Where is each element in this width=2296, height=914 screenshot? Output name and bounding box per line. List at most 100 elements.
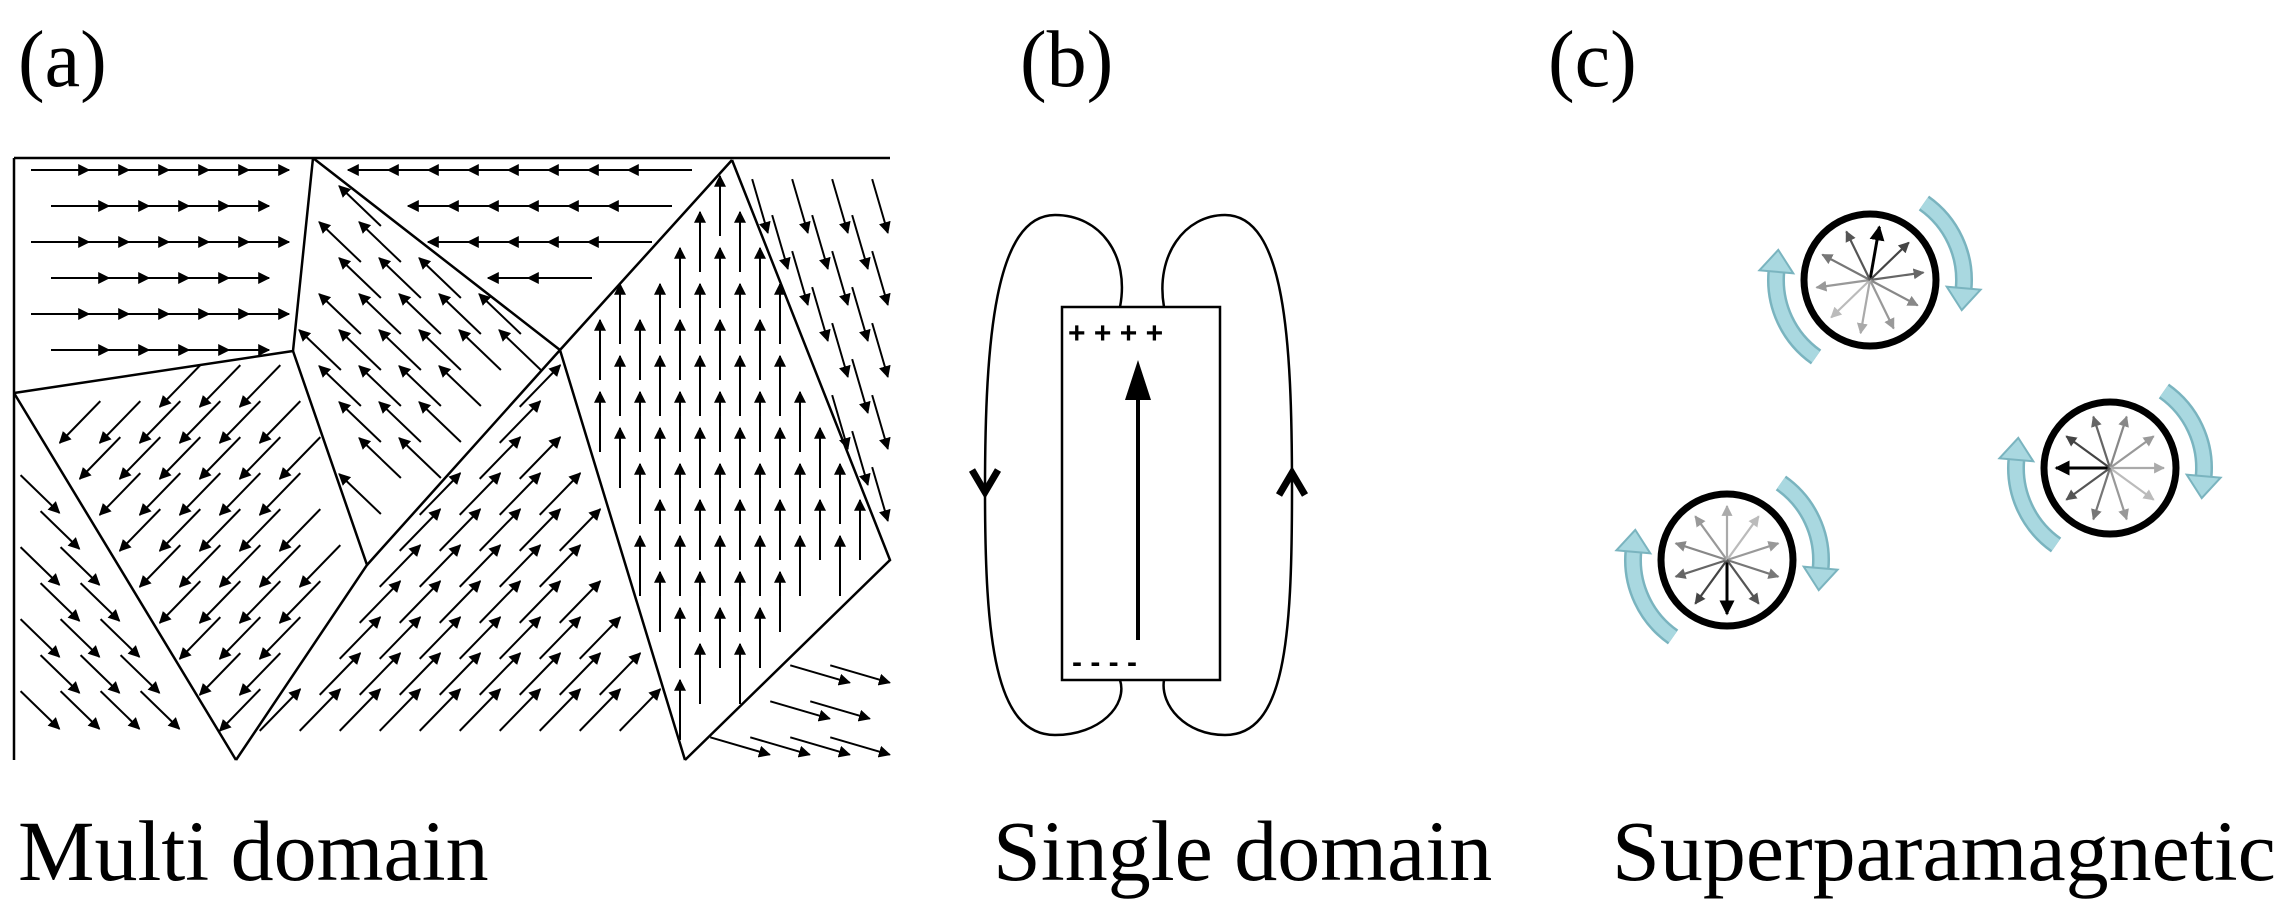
magnetization-arrow [398, 365, 442, 407]
magnetization-arrow [139, 690, 181, 730]
moment-arrow [2065, 467, 2111, 501]
panel-label-b: (b) [1020, 16, 1114, 104]
magnetization-arrow [218, 472, 262, 516]
grain-boundary [366, 347, 687, 761]
magnetization-arrow [871, 178, 891, 235]
magnetization-arrow [58, 400, 102, 444]
magnetization-arrow [39, 654, 81, 694]
magnetization-arrow [829, 736, 891, 758]
rotation-arrow-head [1614, 528, 1653, 555]
magnetization-arrow [119, 654, 161, 694]
magnetization-arrow [418, 257, 462, 299]
magnetization-arrow [318, 293, 362, 335]
magnetization-arrow [598, 652, 642, 696]
magnetization-arrow [99, 618, 141, 658]
magnetization-arrow [418, 544, 462, 588]
rotation-arrow-head [2184, 473, 2223, 500]
magnetization-arrow [338, 688, 382, 732]
magnetization-arrow [258, 472, 302, 516]
magnetization-arrow [831, 178, 851, 235]
magnetization-arrow [298, 329, 342, 371]
magnetization-arrow [318, 652, 362, 696]
superparamagnetic-particle [1997, 383, 2223, 553]
moment-arrow [1674, 541, 1728, 562]
multi-domain-grains [12, 156, 892, 761]
magnetization-arrow [749, 736, 811, 758]
rotation-arrow [2009, 459, 2060, 551]
moment-arrow [2108, 467, 2129, 521]
moment-arrow [1821, 253, 1871, 281]
magnetization-arrow [378, 688, 422, 732]
magnetization-arrow [178, 616, 222, 660]
grain-boundary [12, 392, 238, 761]
magnetization-arrow [498, 472, 542, 516]
magnetization-arrow [811, 214, 831, 271]
caption-single-domain: Single domain [993, 803, 1493, 899]
magnetization-arrow [79, 654, 121, 694]
magnetization-arrow [518, 436, 562, 480]
magnetization-arrow [78, 436, 122, 480]
magnetization-arrow [378, 616, 422, 660]
moment-arrow [1869, 268, 1925, 282]
magnetization-arrow [498, 329, 542, 371]
magnetization-arrow [338, 257, 382, 299]
magnetization-arrow [478, 293, 522, 335]
magnetization-arrow [498, 400, 542, 444]
magnetization-arrow [138, 544, 182, 588]
magnetization-arrow [418, 616, 462, 660]
moment-arrow [1830, 279, 1871, 319]
magnetization-arrow [278, 436, 322, 480]
superparamagnetic-particle [1614, 475, 1840, 645]
magnetization-arrow [558, 652, 602, 696]
magnetization-arrow [98, 472, 142, 516]
magnetization-arrow [418, 688, 462, 732]
magnetization-arrow [318, 365, 362, 407]
magnetization-arrow [178, 544, 222, 588]
magnetization-arrow [238, 580, 282, 624]
magnetization-arrow [298, 544, 342, 588]
magnetization-arrow [771, 214, 791, 271]
magnetization-arrow [19, 546, 61, 586]
magnetization-arrow [438, 508, 482, 552]
negative-charges: - - - - [1072, 646, 1137, 679]
magnetization-arrow [751, 178, 771, 235]
positive-charges: + + + + [1068, 317, 1163, 350]
magnetization-arrow [458, 544, 502, 588]
magnetization-arrow [458, 472, 502, 516]
magnetization-arrow [19, 474, 61, 514]
magnetization-arrow [158, 364, 202, 408]
magnetization-arrow [118, 508, 162, 552]
magnetization-arrow [478, 436, 522, 480]
magnetization-arrow [438, 652, 482, 696]
magnetization-arrow [158, 580, 202, 624]
magnetization-arrow [458, 688, 502, 732]
magnetization-arrow [198, 508, 242, 552]
moment-arrow [1815, 278, 1871, 292]
magnetization-arrow [98, 400, 142, 444]
magnetization-arrow [59, 546, 101, 586]
magnetization-arrow [478, 508, 522, 552]
magnetization-arrow [518, 652, 562, 696]
rotation-arrow-head [1944, 285, 1983, 312]
magnetization-arrow [578, 616, 622, 660]
magnetization-arrow [338, 616, 382, 660]
magnetization-arrow [438, 293, 482, 335]
magnetization-arrow [358, 293, 402, 335]
grain-boundary [312, 157, 733, 352]
magnetization-arrow [398, 437, 442, 479]
magnetization-arrow [871, 322, 891, 379]
magnetization-arrow [358, 580, 402, 624]
magnetization-arrow [218, 688, 262, 732]
moment-arrow [2065, 435, 2111, 469]
magnetization-arrow [138, 400, 182, 444]
magnetization-arrow [198, 436, 242, 480]
moment-arrow [1694, 515, 1728, 561]
magnetization-arrow [478, 652, 522, 696]
moment-arrow [1869, 279, 1919, 307]
magnetization-arrow [59, 618, 101, 658]
magnetization-arrow [158, 508, 202, 552]
magnetization-arrow [458, 329, 502, 371]
magnetization-arrow [398, 652, 442, 696]
moment-arrow [1869, 241, 1910, 281]
magnetization-arrow [398, 580, 442, 624]
